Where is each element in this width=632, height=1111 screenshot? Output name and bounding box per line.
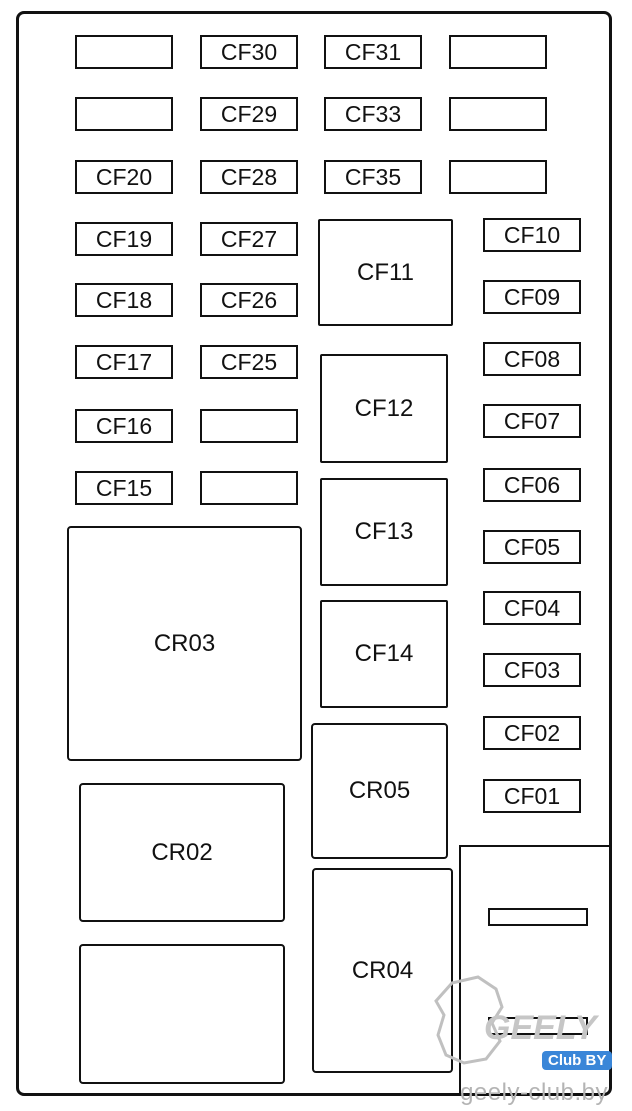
fuse-cf28[interactable]: CF28 xyxy=(200,160,298,194)
fuse-cf11[interactable]: CF11 xyxy=(318,219,453,326)
fuse-cf30[interactable]: CF30 xyxy=(200,35,298,69)
fuse-cf26[interactable]: CF26 xyxy=(200,283,298,317)
watermark: GEELY Club BY geely-club.by xyxy=(430,975,630,1111)
fuse-slot[interactable] xyxy=(449,35,547,69)
fuse-cf17[interactable]: CF17 xyxy=(75,345,173,379)
fuse-cf01[interactable]: CF01 xyxy=(483,779,581,813)
watermark-site: geely-club.by xyxy=(460,1079,608,1106)
fuse-cf25[interactable]: CF25 xyxy=(200,345,298,379)
fuse-cf08[interactable]: CF08 xyxy=(483,342,581,376)
fuse-cf04[interactable]: CF04 xyxy=(483,591,581,625)
fuse-cf05[interactable]: CF05 xyxy=(483,530,581,564)
fuse-cf09[interactable]: CF09 xyxy=(483,280,581,314)
fuse-cf27[interactable]: CF27 xyxy=(200,222,298,256)
fuse-slot[interactable] xyxy=(200,409,298,443)
watermark-badge: Club BY xyxy=(542,1051,613,1070)
connector-slot-lower xyxy=(488,1017,588,1035)
fuse-cf35[interactable]: CF35 xyxy=(324,160,422,194)
fuse-slot[interactable] xyxy=(75,97,173,131)
fuse-cf10[interactable]: CF10 xyxy=(483,218,581,252)
relay-cr02[interactable]: CR02 xyxy=(79,783,285,922)
fuse-cf20[interactable]: CF20 xyxy=(75,160,173,194)
fuse-cf14[interactable]: CF14 xyxy=(320,600,448,708)
relay-slot-blank[interactable] xyxy=(79,944,285,1084)
fuse-cf31[interactable]: CF31 xyxy=(324,35,422,69)
fuse-slot[interactable] xyxy=(449,97,547,131)
fuse-cf07[interactable]: CF07 xyxy=(483,404,581,438)
watermark-logo-text: GEELY xyxy=(484,1009,600,1047)
fuse-cf19[interactable]: CF19 xyxy=(75,222,173,256)
fuse-cf15[interactable]: CF15 xyxy=(75,471,173,505)
fuse-cf06[interactable]: CF06 xyxy=(483,468,581,502)
fuse-cf29[interactable]: CF29 xyxy=(200,97,298,131)
fuse-slot[interactable] xyxy=(200,471,298,505)
fuse-cf13[interactable]: CF13 xyxy=(320,478,448,586)
fuse-cf12[interactable]: CF12 xyxy=(320,354,448,463)
relay-cr04[interactable]: CR04 xyxy=(312,868,453,1073)
connector-slot-upper xyxy=(488,908,588,926)
fuse-cf02[interactable]: CF02 xyxy=(483,716,581,750)
relay-cr05[interactable]: CR05 xyxy=(311,723,448,859)
fuse-cf03[interactable]: CF03 xyxy=(483,653,581,687)
fuse-cf18[interactable]: CF18 xyxy=(75,283,173,317)
fuse-cf33[interactable]: CF33 xyxy=(324,97,422,131)
watermark-map-icon: GEELY xyxy=(434,975,600,1065)
relay-cr03[interactable]: CR03 xyxy=(67,526,302,761)
fuse-slot[interactable] xyxy=(449,160,547,194)
connector-panel xyxy=(459,845,612,1096)
fuse-cf16[interactable]: CF16 xyxy=(75,409,173,443)
fuse-slot[interactable] xyxy=(75,35,173,69)
